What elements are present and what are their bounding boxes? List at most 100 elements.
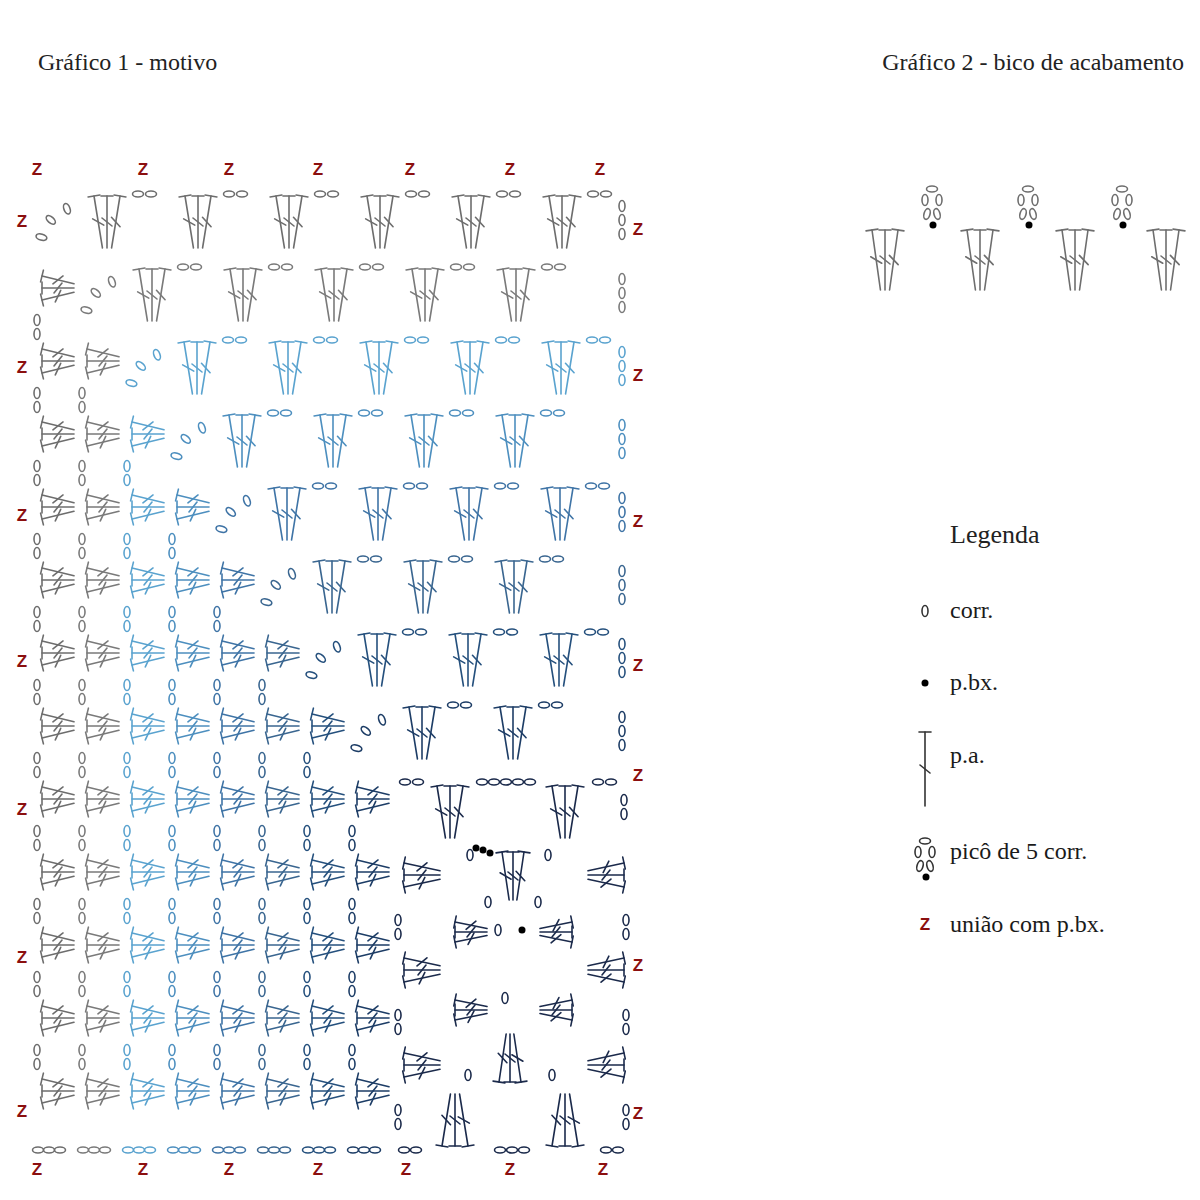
stitch-bar [266, 1085, 268, 1097]
chain-stitch [214, 826, 220, 837]
stitch-bar [449, 1145, 461, 1147]
stitch-bar [266, 939, 268, 951]
stitch-bar [86, 659, 89, 671]
stitch-bar [224, 268, 236, 270]
chain-stitch [34, 767, 40, 778]
chain-stitch [588, 191, 599, 197]
double-crochet [41, 1020, 74, 1036]
crochet-round [33, 191, 626, 1153]
stitch-bar [176, 1085, 178, 1097]
chain-stitch [79, 694, 85, 705]
stitch-slash [55, 655, 60, 667]
chain-stitch [214, 1059, 220, 1070]
chain-stitch [349, 986, 355, 997]
chain-stitch [146, 191, 157, 197]
chain-stitch [214, 680, 220, 691]
double-crochet [338, 268, 352, 321]
double-crochet [41, 947, 74, 963]
chain-stitch [214, 972, 220, 983]
stitch-bar [131, 659, 134, 671]
double-crochet [42, 1012, 74, 1024]
double-crochet [176, 728, 209, 744]
stitch-bar [418, 414, 430, 416]
stitch-bar [41, 805, 44, 817]
stitch-bar [41, 294, 44, 306]
stitch-bar [237, 268, 249, 270]
stitch-slash [889, 255, 898, 264]
stitch-slash [569, 807, 578, 817]
chain-stitch [540, 556, 551, 562]
stitch-stem [132, 641, 164, 649]
stitch-bar [266, 1097, 269, 1109]
stitch-slash [55, 290, 60, 302]
stitch-slash [325, 947, 330, 959]
stitch-stem [112, 196, 120, 248]
stitch-bar [356, 1012, 358, 1024]
stitch-bar [269, 341, 281, 343]
stitch-bar [86, 416, 89, 428]
chain-stitch [509, 337, 520, 343]
stitch-bar [510, 268, 522, 270]
chain-stitch [315, 191, 326, 197]
double-crochet [404, 964, 440, 976]
chain-stitch [623, 1105, 629, 1116]
chain-stitch [349, 972, 355, 983]
stitch-stem [474, 488, 482, 540]
stitch-stem [267, 714, 299, 722]
double-crochet [42, 866, 74, 878]
stitch-bar [221, 732, 224, 744]
stitch-bar [86, 574, 88, 586]
stitch-slash [190, 1020, 195, 1032]
double-crochet [358, 633, 374, 686]
stitch-stem [42, 641, 74, 649]
chain-stitch [554, 410, 565, 416]
chain-stitch [485, 897, 491, 908]
chain-stitch [927, 186, 938, 192]
chain-stitch [929, 847, 935, 858]
stitch-slash [55, 436, 60, 448]
double-crochet [327, 415, 339, 467]
double-crochet [266, 1000, 299, 1014]
chain-stitch [1117, 186, 1128, 192]
chain-stitch [79, 767, 85, 778]
stitch-stem [222, 1006, 254, 1014]
stitch-slash [55, 509, 60, 521]
stitch-bar [41, 586, 44, 598]
double-crochet [1147, 229, 1163, 290]
stitch-slash [370, 1020, 375, 1032]
double-crochet [222, 939, 254, 951]
chain-stitch [79, 1059, 85, 1070]
stitch-bar [623, 964, 625, 976]
stitch-bar [131, 416, 134, 428]
double-crochet [540, 633, 556, 686]
stitch-stem [42, 933, 74, 941]
double-crochet [87, 428, 119, 440]
chain-stitch [34, 986, 40, 997]
stitch-bar [221, 793, 223, 805]
stitch-bar [266, 1024, 269, 1036]
stitch-stem [87, 1079, 119, 1087]
chain-stitch [169, 972, 175, 983]
stitch-bar [86, 647, 88, 659]
double-crochet [356, 781, 389, 795]
stitch-bar [266, 647, 268, 659]
chain-stitch [525, 779, 536, 785]
chain-stitch [179, 1147, 190, 1153]
stitch-bar [41, 1097, 44, 1109]
double-crochet [266, 854, 299, 868]
stitch-slash [318, 584, 329, 590]
chain-stitch [349, 1059, 355, 1070]
stitch-bar [311, 781, 314, 793]
double-crochet [565, 341, 579, 394]
double-crochet [405, 414, 421, 467]
chain-stitch [406, 191, 417, 197]
slip-stitch-dot [519, 927, 526, 934]
chain-stitch [79, 1045, 85, 1056]
chain-stitch [1112, 195, 1118, 206]
stitch-slash [55, 363, 60, 375]
chain-stitch [169, 548, 175, 559]
stitch-bar [176, 489, 179, 501]
stitch-slash [442, 1115, 451, 1125]
chain-stitch [619, 215, 625, 226]
